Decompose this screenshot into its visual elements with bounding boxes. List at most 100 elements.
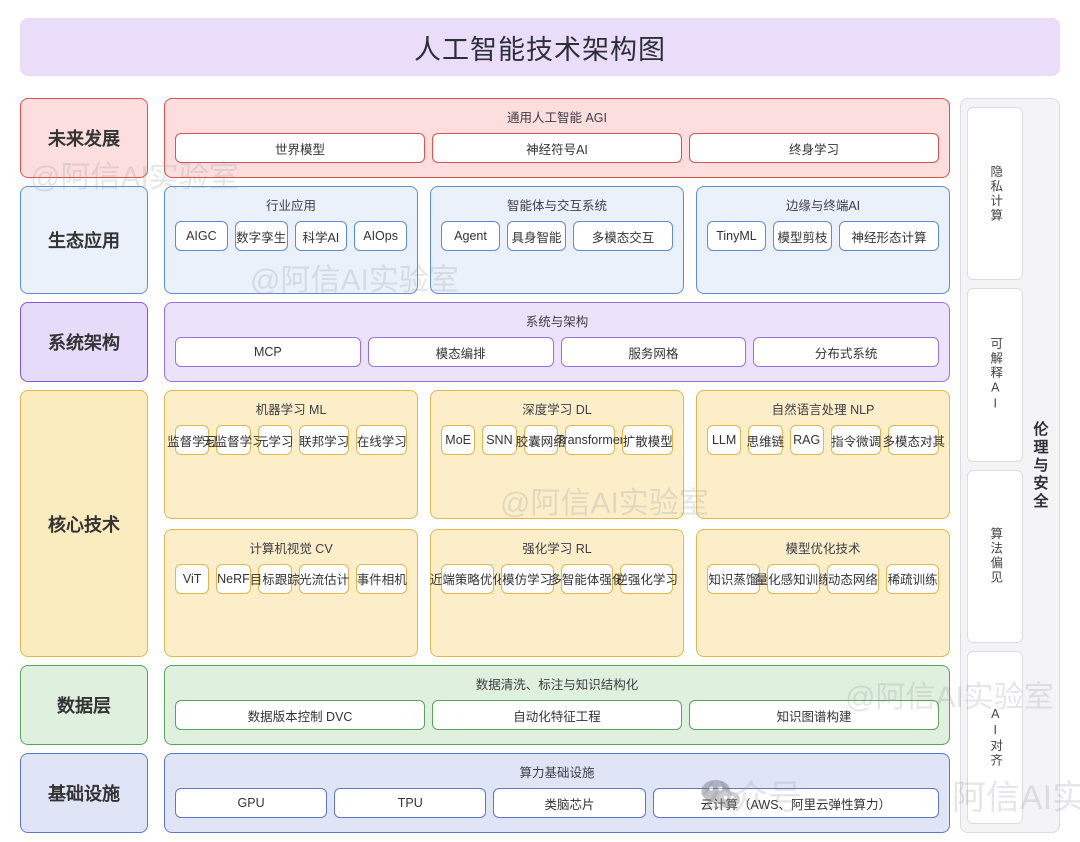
core-band-top: 机器学习 ML 监督学习 无监督学习 元学习 联邦学习 在线学习 深度学习 DL — [164, 390, 950, 519]
chip-item[interactable]: 指令微调 — [830, 425, 882, 455]
chip-item[interactable]: 无监督学习 — [202, 425, 265, 455]
layer-body-data: 数据清洗、标注与知识结构化 数据版本控制 DVC 自动化特征工程 知识图谱构建 — [164, 665, 950, 745]
layer-row-future: 未来发展 通用人工智能 AGI 世界模型 神经符号AI 终身学习 — [20, 98, 950, 178]
chip-item[interactable]: ViT — [175, 563, 210, 594]
layer-body-core: 机器学习 ML 监督学习 无监督学习 元学习 联邦学习 在线学习 深度学习 DL — [164, 390, 950, 657]
layer-label-ecosystem: 生态应用 — [20, 186, 148, 294]
group-model-optimization: 模型优化技术 知识蒸馏 量化感知训练 动态网络 稀疏训练 — [696, 528, 950, 657]
chip-item[interactable]: 目标跟踪 — [250, 563, 300, 594]
layer-body-future: 通用人工智能 AGI 世界模型 神经符号AI 终身学习 — [164, 98, 950, 178]
chip-list: MoE SNN 胶囊网络 Transformer 扩散模型 — [441, 425, 673, 455]
layer-row-core: 核心技术 机器学习 ML 监督学习 无监督学习 元学习 联邦学习 在线学习 — [20, 390, 950, 657]
layer-label-infrastructure: 基础设施 — [20, 753, 148, 833]
chip-list: ViT NeRF 目标跟踪 光流估计 事件相机 — [175, 563, 407, 594]
chip-item[interactable]: 类脑芯片 — [493, 788, 646, 818]
chip-item[interactable]: 数据版本控制 DVC — [175, 700, 425, 730]
chip-item[interactable]: 神经形态计算 — [839, 221, 939, 251]
sidebar-item-explainable-ai[interactable]: 可解释AI — [967, 288, 1023, 462]
group-machine-learning: 机器学习 ML 监督学习 无监督学习 元学习 联邦学习 在线学习 — [164, 390, 418, 519]
group-title: 机器学习 ML — [255, 403, 327, 417]
chip-list: 数据版本控制 DVC 自动化特征工程 知识图谱构建 — [175, 700, 939, 730]
sidebar-item-ai-alignment[interactable]: AI对齐 — [967, 650, 1023, 824]
chip-item[interactable]: Transformer — [556, 425, 624, 455]
chip-item[interactable]: 思维链 — [747, 425, 784, 455]
chip-item[interactable]: 元学习 — [256, 425, 293, 455]
chip-item[interactable]: 动态网络 — [826, 563, 880, 594]
chip-item[interactable]: TinyML — [707, 221, 766, 251]
chip-item[interactable]: 神经符号AI — [432, 133, 682, 163]
chip-item[interactable]: 扩散模型 — [622, 425, 673, 455]
chip-item[interactable]: 在线学习 — [356, 425, 407, 455]
chip-item[interactable]: 服务网格 — [560, 337, 747, 367]
chip-item[interactable]: Agent — [441, 221, 500, 251]
chip-item[interactable]: 多模态交互 — [573, 221, 673, 251]
chip-item[interactable]: 多智能体强化 — [549, 563, 624, 594]
page-title-bar: 人工智能技术架构图 — [20, 18, 1060, 76]
group-computer-vision: 计算机视觉 CV ViT NeRF 目标跟踪 光流估计 事件相机 — [164, 528, 418, 657]
chip-list: GPU TPU 类脑芯片 云计算（AWS、阿里云弹性算力） — [175, 788, 940, 818]
chip-list: 知识蒸馏 量化感知训练 动态网络 稀疏训练 — [707, 563, 939, 594]
group-title: 自然语言处理 NLP — [771, 403, 875, 417]
chip-item[interactable]: 胶囊网络 — [516, 425, 566, 455]
group-deep-learning: 深度学习 DL MoE SNN 胶囊网络 Transformer 扩散模型 — [430, 390, 684, 519]
chip-item[interactable]: 知识图谱构建 — [689, 700, 939, 730]
chip-list: AIGC 数字孪生 科学AI AIOps — [175, 221, 407, 251]
chip-item[interactable]: 光流估计 — [298, 563, 350, 594]
chip-item[interactable]: 模仿学习 — [500, 563, 554, 594]
chip-item[interactable]: AIOps — [354, 221, 407, 251]
chip-item[interactable]: 模态编排 — [367, 337, 554, 367]
chip-item[interactable]: 具身智能 — [507, 221, 566, 251]
chip-item[interactable]: 事件相机 — [356, 563, 407, 594]
chip-item[interactable]: 分布式系统 — [753, 337, 939, 367]
chip-item[interactable]: 知识蒸馏 — [707, 563, 760, 594]
chip-item[interactable]: 逆强化学习 — [615, 563, 678, 594]
chip-item[interactable]: 多模态对其 — [882, 425, 945, 455]
chip-item[interactable]: 终身学习 — [689, 133, 939, 163]
chip-list: 近端策略优化 模仿学习 多智能体强化 逆强化学习 — [430, 563, 678, 594]
sidebar-vertical-label: 伦理与安全 — [1031, 420, 1049, 511]
core-band-bottom: 计算机视觉 CV ViT NeRF 目标跟踪 光流估计 事件相机 强化学习 RL — [164, 528, 950, 657]
chip-item[interactable]: 监督学习 — [167, 425, 217, 455]
chip-item[interactable]: LLM — [707, 425, 742, 455]
chip-item[interactable]: 自动化特征工程 — [432, 700, 682, 730]
chip-item[interactable]: NeRF — [216, 563, 251, 594]
layer-row-data: 数据层 数据清洗、标注与知识结构化 数据版本控制 DVC 自动化特征工程 知识图… — [20, 665, 950, 745]
layer-row-ecosystem: 生态应用 行业应用 AIGC 数字孪生 科学AI AIOps 智能体与交互系统 — [20, 186, 950, 294]
group-edge-terminal-ai: 边缘与终端AI TinyML 模型剪枝 神经形态计算 — [696, 186, 950, 294]
chip-item[interactable]: 联邦学习 — [298, 425, 350, 455]
ethics-safety-sidebar: 隐私计算 可解释AI 算法偏见 AI对齐 伦理与安全 — [960, 98, 1060, 833]
group-title: 模型优化技术 — [785, 541, 861, 556]
group-title: 智能体与交互系统 — [506, 199, 607, 213]
group-title: 行业应用 — [265, 199, 316, 213]
chip-list: MCP 模态编排 服务网格 分布式系统 — [175, 337, 939, 367]
chip-item[interactable]: 稀疏训练 — [886, 563, 939, 594]
chip-list: LLM 思维链 RAG 指令微调 多模态对其 — [707, 425, 945, 455]
sidebar-item-privacy-computing[interactable]: 隐私计算 — [967, 107, 1023, 281]
chip-item[interactable]: MCP — [175, 337, 361, 367]
chip-item[interactable]: 量化感知训练 — [756, 563, 831, 594]
layer-row-system: 系统架构 系统与架构 MCP 模态编排 服务网格 分布式系统 — [20, 302, 950, 382]
group-title: 计算机视觉 CV — [249, 541, 333, 556]
chip-item[interactable]: 模型剪枝 — [773, 221, 832, 251]
chip-item[interactable]: 近端策略优化 — [430, 563, 505, 594]
group-title: 边缘与终端AI — [785, 199, 861, 213]
chip-item[interactable]: AIGC — [175, 221, 228, 251]
group-reinforcement-learning: 强化学习 RL 近端策略优化 模仿学习 多智能体强化 逆强化学习 — [430, 528, 684, 657]
chip-item[interactable]: RAG — [789, 425, 824, 455]
chip-item[interactable]: 数字孪生 — [234, 221, 288, 251]
chip-item[interactable]: SNN — [482, 425, 517, 455]
chip-item[interactable]: MoE — [441, 425, 476, 455]
layer-label-future: 未来发展 — [20, 98, 148, 178]
sidebar-item-algorithmic-bias[interactable]: 算法偏见 — [967, 469, 1023, 643]
chip-item[interactable]: 科学AI — [294, 221, 348, 251]
layer-label-system: 系统架构 — [20, 302, 148, 382]
sidebar-item-list: 隐私计算 可解释AI 算法偏见 AI对齐 — [967, 107, 1023, 824]
layer-label-core: 核心技术 — [20, 390, 148, 657]
group-system-architecture: 系统与架构 MCP 模态编排 服务网格 分布式系统 — [164, 302, 950, 382]
chip-item[interactable]: 云计算（AWS、阿里云弹性算力） — [652, 788, 940, 818]
group-title: 算力基础设施 — [519, 766, 595, 780]
group-title: 深度学习 DL — [522, 403, 592, 417]
chip-item[interactable]: GPU — [175, 788, 328, 818]
chip-item[interactable]: 世界模型 — [175, 133, 425, 163]
chip-item[interactable]: TPU — [334, 788, 487, 818]
